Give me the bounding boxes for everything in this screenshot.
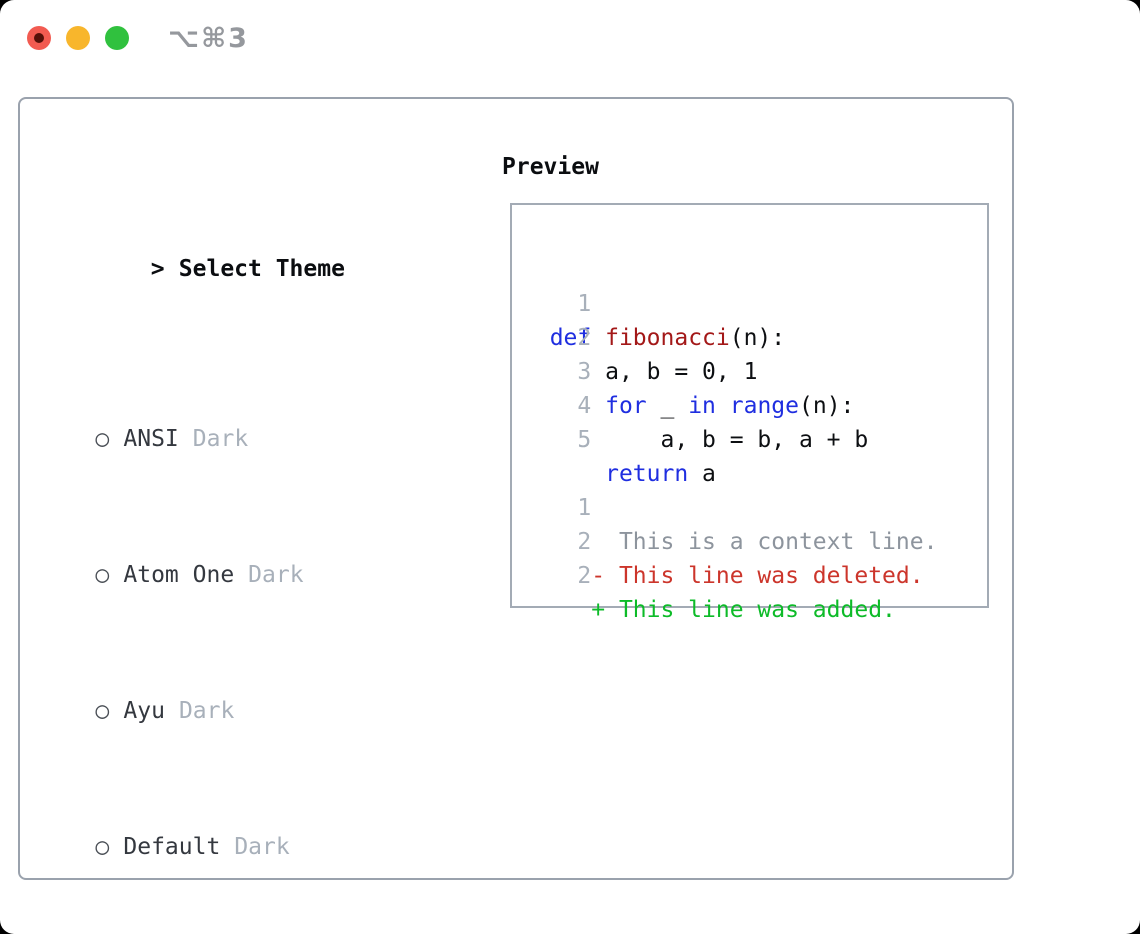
theme-option-label: ANSI [123, 426, 179, 452]
code-token: (n): [729, 325, 786, 351]
theme-variant-tag: Dark [248, 562, 304, 588]
theme-option-label: Atom One [123, 562, 235, 588]
code-token: in [688, 393, 716, 419]
preview-line: 1 This is a context line. [522, 457, 983, 555]
theme-option[interactable]: ○ Default Dark [40, 796, 500, 860]
code-token: + This line was added. [549, 597, 896, 623]
radio-unselected-icon: ○ [95, 698, 110, 724]
code-token: def [549, 325, 592, 351]
code-token: This is a context line. [549, 529, 938, 555]
theme-option[interactable]: ○ ANSI Dark [40, 388, 500, 452]
preview-line: 5 return a [522, 389, 983, 487]
code-token: for [605, 393, 647, 419]
window-title: ⌥⌘3 [168, 23, 249, 54]
close-dot-icon [34, 33, 44, 43]
theme-option-label: Ayu [123, 698, 165, 724]
preview-box: 1 def fibonacci(n): 2 a, b = 0, 1 3 for … [510, 203, 989, 623]
line-number: 5 [577, 427, 592, 453]
code-token: a, b = b, a + b [549, 427, 869, 453]
minimize-button[interactable] [66, 26, 90, 50]
preview-line: 1 def fibonacci(n): [522, 253, 983, 351]
code-token: a [688, 461, 716, 487]
theme-option[interactable]: ○ Atom One Dark [40, 524, 500, 588]
theme-variant-tag: Dark [234, 834, 290, 860]
line-number: 3 [577, 359, 592, 385]
line-number: 2 [577, 563, 592, 589]
line-number: 2 [577, 325, 592, 351]
line-number: 1 [577, 495, 592, 521]
line-number: 4 [577, 393, 592, 419]
preview-line: 2 + This line was added. [522, 525, 983, 623]
radio-unselected-icon: ○ [95, 562, 110, 588]
close-button[interactable] [27, 26, 51, 50]
preview-line: 2 - This line was deleted. [522, 491, 983, 589]
code-token: a, b = 0, 1 [549, 359, 758, 385]
code-token: range [729, 393, 799, 419]
radio-unselected-icon: ○ [95, 426, 110, 452]
code-token: _ [646, 393, 689, 419]
preview-line: 4 a, b = b, a + b [522, 355, 983, 453]
code-token [716, 393, 730, 419]
preview-title: Preview [502, 154, 599, 180]
theme-variant-tag: Dark [178, 698, 235, 724]
select-theme-label: Select Theme [178, 256, 345, 282]
code-token: return [605, 461, 689, 487]
code-token: - This line was deleted. [549, 563, 924, 589]
line-number: 1 [577, 291, 592, 317]
code-token: (n): [799, 393, 855, 419]
preview-line: 2 a, b = 0, 1 [522, 287, 983, 385]
theme-option[interactable]: ○ Ayu Dark [40, 660, 500, 724]
preview-line: 3 for _ in range(n): [522, 321, 983, 419]
radio-unselected-icon: ○ [95, 834, 110, 860]
theme-option-label: Default [123, 834, 221, 860]
titlebar: ⌥⌘3 [0, 0, 1140, 76]
theme-variant-tag: Dark [192, 426, 249, 452]
line-number: 2 [577, 529, 592, 555]
code-token: fibonacci [605, 325, 730, 351]
select-theme-header: > Select Theme [40, 218, 500, 282]
focus-caret-icon: > [150, 256, 165, 282]
preview-lines: 1 def fibonacci(n): 2 a, b = 0, 1 3 for … [522, 253, 983, 623]
zoom-button[interactable] [105, 26, 129, 50]
